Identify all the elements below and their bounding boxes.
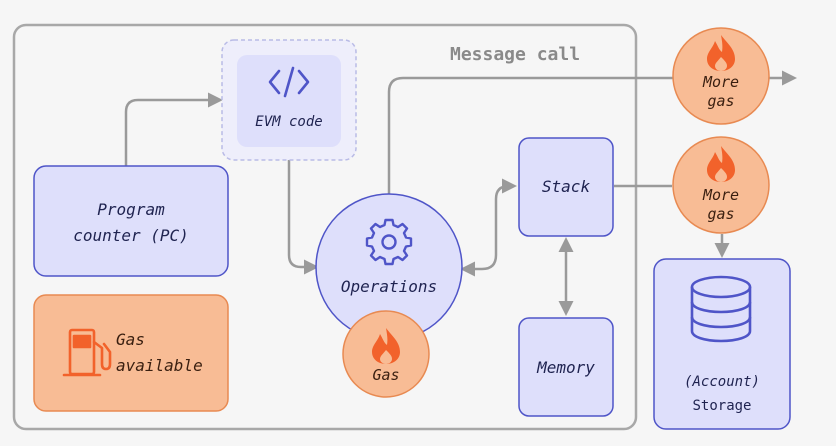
evm-to-operations-connector xyxy=(287,160,319,275)
code-icon xyxy=(268,66,310,98)
program-counter-label: Program counter (PC) xyxy=(34,197,228,249)
operations-stack-connector xyxy=(460,178,517,277)
gear-icon xyxy=(365,218,413,266)
program-counter-line2: counter (PC) xyxy=(73,226,189,245)
more-gas-mid-line1: More xyxy=(702,186,740,204)
more-gas-top-line1: More xyxy=(702,73,740,91)
message-call-frame xyxy=(12,23,638,431)
operation-gas-label: Gas xyxy=(372,366,400,384)
gas-available-label: Gas available xyxy=(116,327,203,379)
more-gas-top-label: More gas xyxy=(681,73,761,111)
gas-available-line2: available xyxy=(116,356,203,375)
database-icon xyxy=(690,275,752,343)
fuel-pump-icon xyxy=(62,328,112,377)
message-call-label: Message call xyxy=(450,44,581,65)
operations-to-message-call-connector xyxy=(387,70,797,196)
program-counter-line1: Program xyxy=(97,200,165,219)
operations-label: Operations xyxy=(340,277,438,296)
evm-code-label: EVM code xyxy=(255,114,323,130)
storage-box xyxy=(653,258,791,430)
program-counter-box xyxy=(33,165,229,277)
memory-box xyxy=(518,317,614,417)
more-gas-mid-circle xyxy=(672,136,770,234)
storage-line1: (Account) xyxy=(684,374,760,390)
more-gas-mid-line2: gas xyxy=(707,205,735,223)
evm-code-box xyxy=(237,55,341,147)
gas-available-line1: Gas xyxy=(116,330,145,349)
stack-box xyxy=(518,137,614,237)
more-gas-top-line2: gas xyxy=(707,92,735,110)
pc-to-evm-connector xyxy=(124,92,223,166)
more-gas-mid-label: More gas xyxy=(681,186,761,224)
more-gas-top-flame-icon xyxy=(707,35,735,71)
gas-available-box xyxy=(33,294,229,412)
more-gas-top-circle xyxy=(672,27,770,125)
storage-label: (Account) Storage xyxy=(654,370,790,418)
stack-label: Stack xyxy=(541,177,591,196)
memory-label: Memory xyxy=(537,358,595,377)
operation-gas-flame-icon xyxy=(372,328,400,364)
more-gas-mid-flame-icon xyxy=(707,146,735,182)
storage-line2: Storage xyxy=(692,398,752,414)
